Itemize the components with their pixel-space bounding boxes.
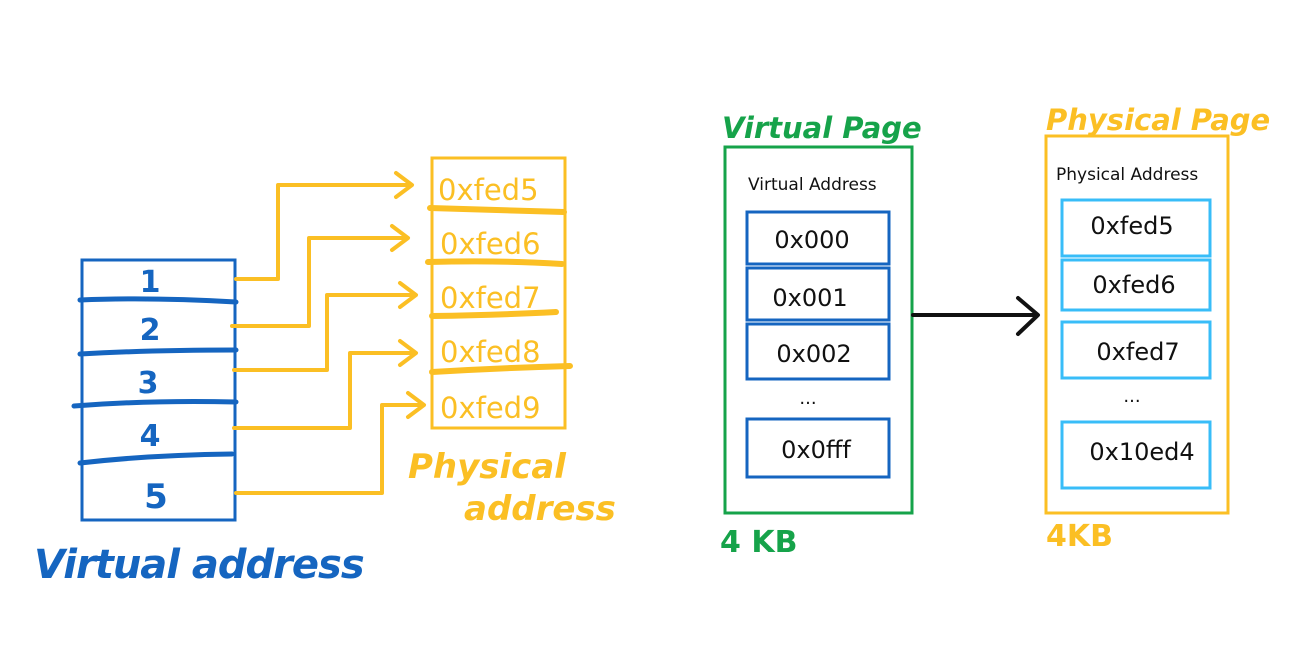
- mapping-arrow-5: [234, 403, 422, 495]
- mapping-arrows: [230, 171, 426, 495]
- virtual-entry-2: 2: [140, 313, 161, 348]
- page-mapping-arrow: [911, 296, 1040, 336]
- physical-ellipsis: ...: [1123, 386, 1140, 407]
- virtual-address-header: Virtual Address: [748, 175, 877, 195]
- virtual-cell-3: 0x002: [776, 340, 851, 368]
- mapping-arrow-4: [232, 351, 414, 430]
- physical-page-size: 4KB: [1046, 519, 1113, 554]
- virtual-entry-4: 4: [140, 419, 161, 454]
- virtual-entry-3: 3: [138, 366, 159, 401]
- physical-cell-2: 0xfed6: [1092, 271, 1175, 299]
- physical-entry-4: 0xfed8: [440, 335, 541, 369]
- virtual-address-table: 1 2 3 4 5: [71, 258, 239, 522]
- virtual-cell-2: 0x001: [772, 284, 847, 312]
- mapping-arrow-1: [234, 183, 410, 281]
- mapping-arrow-3: [232, 293, 414, 372]
- physical-address-label-line2: address: [464, 489, 616, 529]
- virtual-entry-1: 1: [140, 265, 161, 300]
- virtual-entry-5: 5: [144, 477, 168, 517]
- physical-address-table: 0xfed5 0xfed6 0xfed7 0xfed8 0xfed9: [425, 156, 573, 430]
- physical-entry-1: 0xfed5: [438, 173, 539, 207]
- virtual-last-cell: 0x0fff: [781, 436, 851, 464]
- mapping-arrow-2: [230, 236, 406, 328]
- physical-cell-1: 0xfed5: [1090, 212, 1173, 240]
- physical-address-label-line1: Physical: [408, 447, 567, 487]
- physical-cell-3: 0xfed7: [1096, 338, 1179, 366]
- physical-page-box: Physical Address 0xfed5 0xfed6 0xfed7 ..…: [1044, 134, 1230, 515]
- physical-entry-2: 0xfed6: [440, 227, 541, 261]
- virtual-ellipsis: ...: [799, 388, 816, 409]
- virtual-page-box: Virtual Address 0x000 0x001 0x002 ... 0x…: [723, 145, 914, 515]
- virtual-page-size: 4 KB: [720, 525, 797, 560]
- virtual-cell-1: 0x000: [774, 226, 849, 254]
- physical-entry-5: 0xfed9: [440, 391, 541, 425]
- virtual-address-label: Virtual address: [34, 542, 364, 588]
- physical-last-cell: 0x10ed4: [1089, 438, 1194, 466]
- physical-address-header: Physical Address: [1056, 165, 1198, 185]
- virtual-page-title: Virtual Page: [722, 111, 922, 145]
- physical-page-title: Physical Page: [1046, 103, 1270, 137]
- physical-entry-3: 0xfed7: [440, 281, 541, 315]
